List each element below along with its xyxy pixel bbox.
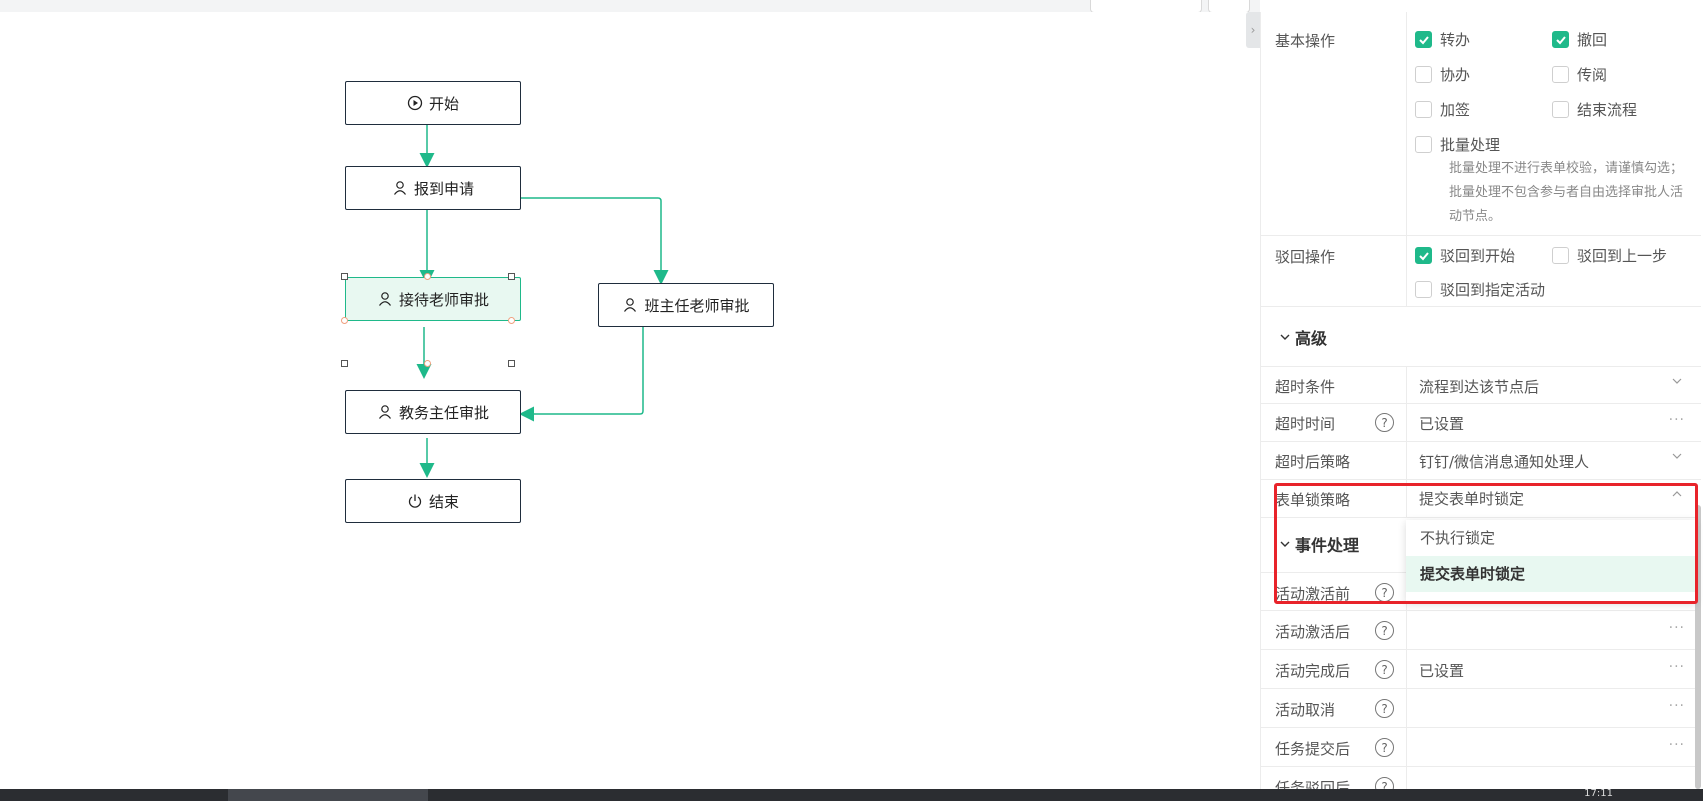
resize-handle[interactable] <box>341 360 348 367</box>
help-icon[interactable]: ? <box>1375 583 1394 602</box>
reject-ops-row: 驳回操作 驳回到开始 驳回到上一步 驳回到指定活动 <box>1261 236 1701 307</box>
basic-ops-label: 基本操作 <box>1275 32 1336 50</box>
resize-handle[interactable] <box>424 360 431 367</box>
flow-connectors <box>416 124 669 478</box>
properties-panel: 基本操作 转办 撤回 协办 传阅 加签 结束流程 批量处理 <box>1260 12 1703 789</box>
checkbox-icon <box>1552 247 1569 264</box>
checkbox-icon <box>1552 101 1569 118</box>
dropdown-option-selected[interactable]: 提交表单时锁定 <box>1406 556 1696 592</box>
chevron-up-icon <box>1671 488 1683 504</box>
form-lock-select[interactable]: 提交表单时锁定 <box>1419 490 1525 508</box>
advanced-section-toggle[interactable]: 高级 <box>1279 325 1327 349</box>
node-reception[interactable]: 接待老师审批 <box>345 277 521 321</box>
help-icon[interactable]: ? <box>1375 738 1394 757</box>
resize-handle[interactable] <box>424 273 431 280</box>
event-row[interactable]: 任务提交后 ? ··· <box>1261 728 1701 767</box>
checkbox-reject-prev[interactable]: 驳回到上一步 <box>1552 245 1667 266</box>
node-label: 报到申请 <box>413 179 474 198</box>
checkbox-icon <box>1415 281 1432 298</box>
collapse-panel-button[interactable]: › <box>1246 12 1260 48</box>
help-icon[interactable]: ? <box>1375 660 1394 679</box>
resize-handle[interactable] <box>341 317 348 324</box>
event-row[interactable]: 活动取消 ? ··· <box>1261 689 1701 728</box>
checkbox-icon <box>1415 136 1432 153</box>
reject-ops-label: 驳回操作 <box>1275 248 1336 266</box>
user-icon <box>392 180 408 196</box>
taskbar-clock: 17:11 <box>1584 788 1613 799</box>
checkbox-batch[interactable]: 批量处理 <box>1415 134 1500 155</box>
checkbox-transfer[interactable]: 转办 <box>1415 29 1470 50</box>
checkbox-checked-icon <box>1415 247 1432 264</box>
flow-canvas[interactable]: 开始 报到申请 接待老师审批 班主任老师审批 教务主任审批 结束 <box>0 12 1260 789</box>
user-icon <box>377 291 393 307</box>
resize-handle[interactable] <box>508 360 515 367</box>
node-label: 结束 <box>428 492 459 511</box>
checkbox-icon <box>1415 101 1432 118</box>
event-row[interactable]: 活动完成后 ? 已设置 ··· <box>1261 650 1701 689</box>
timeout-strategy-row[interactable]: 超时后策略 钉钉/微信消息通知处理人 <box>1261 442 1701 480</box>
resize-handle[interactable] <box>508 317 515 324</box>
taskbar: 17:11 <box>0 789 1703 801</box>
toolbar-strip <box>0 0 1260 12</box>
event-row[interactable]: 任务驳回后 ? <box>1261 767 1701 789</box>
resize-handle[interactable] <box>508 273 515 280</box>
timeout-strategy-select[interactable]: 钉钉/微信消息通知处理人 <box>1419 453 1590 471</box>
timeout-time-row[interactable]: 超时时间 ? 已设置 ··· <box>1261 404 1701 442</box>
user-icon <box>377 404 393 420</box>
help-icon[interactable]: ? <box>1375 621 1394 640</box>
checkbox-circulate[interactable]: 传阅 <box>1552 64 1607 85</box>
form-lock-row[interactable]: 表单锁策略 提交表单时锁定 <box>1261 480 1701 518</box>
checkbox-reject-specific[interactable]: 驳回到指定活动 <box>1415 279 1545 300</box>
node-label: 教务主任审批 <box>398 403 489 422</box>
edge-apply-headteacher <box>510 197 669 285</box>
more-icon[interactable]: ··· <box>1668 737 1685 753</box>
resize-handle[interactable] <box>341 273 348 280</box>
checkbox-icon <box>1552 66 1569 83</box>
timeout-condition-row[interactable]: 超时条件 流程到达该节点后 <box>1261 366 1701 404</box>
node-headteacher[interactable]: 班主任老师审批 <box>598 283 774 327</box>
node-label: 接待老师审批 <box>398 290 489 309</box>
basic-ops-row: 基本操作 转办 撤回 协办 传阅 加签 结束流程 批量处理 <box>1261 12 1701 236</box>
timeout-condition-select[interactable]: 流程到达该节点后 <box>1419 378 1540 396</box>
events-section-toggle[interactable]: 事件处理 <box>1279 532 1359 556</box>
node-apply[interactable]: 报到申请 <box>345 166 521 210</box>
play-circle-icon <box>407 95 423 111</box>
dropdown-option[interactable]: 不执行锁定 <box>1420 529 1496 547</box>
edge-headteacher-director <box>519 327 644 422</box>
checkbox-checked-icon <box>1552 31 1569 48</box>
timeout-time-value[interactable]: 已设置 <box>1419 415 1465 433</box>
node-label: 班主任老师审批 <box>644 296 750 315</box>
checkbox-checked-icon <box>1415 31 1432 48</box>
more-icon[interactable]: ··· <box>1668 659 1685 675</box>
chevron-down-icon <box>1279 328 1291 347</box>
panel-scrollbar[interactable] <box>1695 505 1701 789</box>
event-row[interactable]: 活动激活后 ? ··· <box>1261 611 1701 650</box>
more-icon[interactable]: ··· <box>1668 620 1685 636</box>
batch-hint: 批量处理不进行表单校验，请谨慎勾选；批量处理不包含参与者自由选择审批人活动节点。 <box>1449 161 1684 224</box>
more-icon[interactable]: ··· <box>1668 412 1685 428</box>
help-icon[interactable]: ? <box>1375 413 1394 432</box>
node-director[interactable]: 教务主任审批 <box>345 390 521 434</box>
checkbox-assist[interactable]: 协办 <box>1415 64 1470 85</box>
help-icon[interactable]: ? <box>1375 699 1394 718</box>
chevron-right-icon: › <box>1250 23 1256 37</box>
help-icon[interactable]: ? <box>1375 777 1394 789</box>
more-icon[interactable]: ··· <box>1668 698 1685 714</box>
checkbox-reject-start[interactable]: 驳回到开始 <box>1415 245 1515 266</box>
chevron-down-icon <box>1671 375 1683 391</box>
form-lock-dropdown: 不执行锁定 提交表单时锁定 <box>1406 520 1696 602</box>
checkbox-end-flow[interactable]: 结束流程 <box>1552 99 1637 120</box>
checkbox-withdraw[interactable]: 撤回 <box>1552 29 1607 50</box>
user-icon <box>622 297 638 313</box>
taskbar-active-app[interactable] <box>228 789 428 801</box>
checkbox-add-sign[interactable]: 加签 <box>1415 99 1470 120</box>
power-icon <box>407 493 423 509</box>
node-start[interactable]: 开始 <box>345 81 521 125</box>
node-label: 开始 <box>428 94 459 113</box>
checkbox-icon <box>1415 66 1432 83</box>
chevron-down-icon <box>1279 535 1291 554</box>
chevron-down-icon <box>1671 450 1683 466</box>
node-end[interactable]: 结束 <box>345 479 521 523</box>
